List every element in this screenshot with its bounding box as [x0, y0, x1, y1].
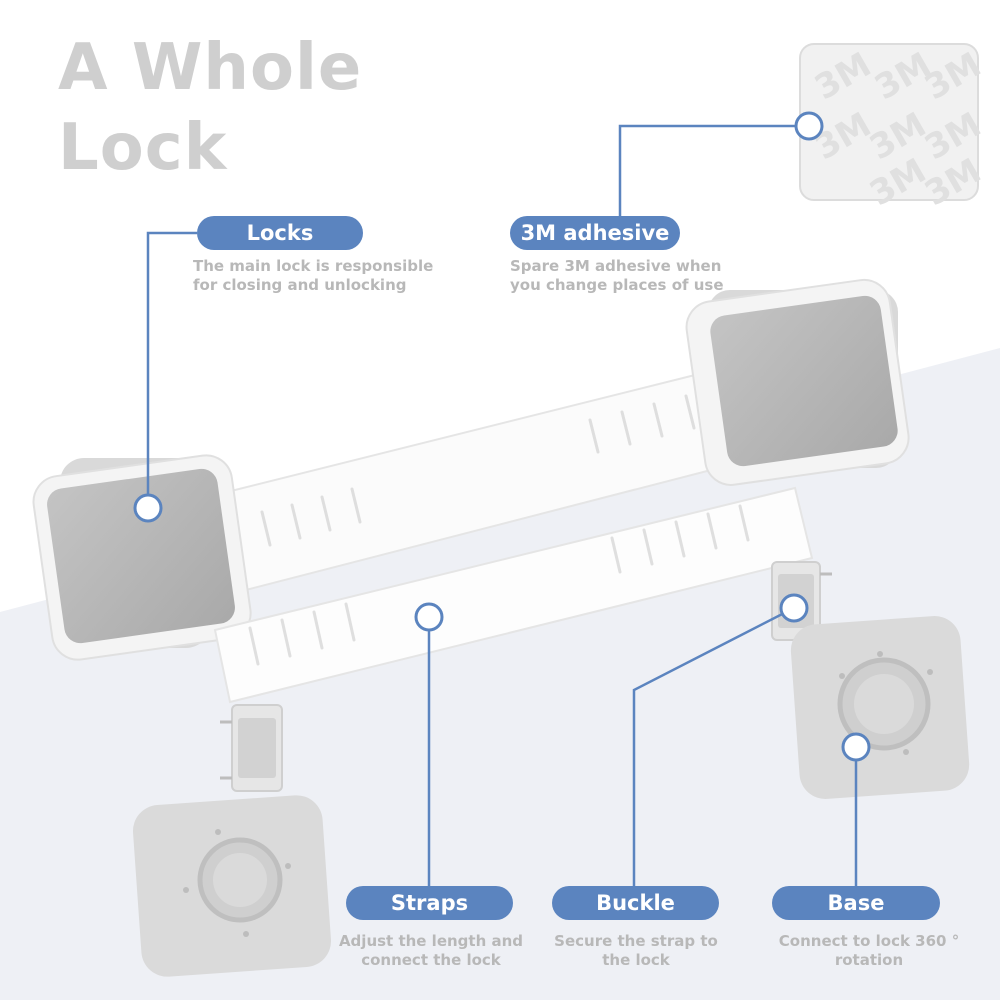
left-buckle	[220, 704, 283, 792]
buckle-description: Secure the strap to the lock	[540, 932, 732, 970]
headline-line-1: A Whole	[58, 31, 363, 105]
right-base	[790, 616, 970, 799]
base-label: Base	[772, 886, 940, 920]
straps-description-line: connect the lock	[361, 951, 501, 969]
callout-line-buckle	[632, 606, 795, 888]
base-description-line: Connect to lock 360 °	[778, 932, 960, 950]
straps-label: Straps	[346, 886, 513, 920]
left-lock	[32, 454, 252, 661]
base-description-line: rotation	[834, 951, 904, 969]
adhesive-description-line: Spare 3M adhesive when	[510, 257, 722, 275]
headline: A Whole Lock	[58, 28, 362, 188]
headline-line-2: Lock	[58, 111, 228, 185]
left-base	[132, 795, 332, 977]
buckle-description-line: Secure the strap to	[554, 932, 718, 950]
adhesive-tile: 3M 3M 3M 3M 3M 3M 3M 3M	[799, 43, 988, 214]
buckle-description-line: the lock	[602, 951, 670, 969]
right-lock	[685, 278, 910, 486]
callout-dots	[133, 111, 871, 762]
callout-lines	[146, 124, 858, 888]
locks-label: Locks	[197, 216, 363, 250]
loose-strap	[213, 486, 814, 704]
straps-description-line: Adjust the length and	[338, 932, 524, 950]
adhesive-description-line: you change places of use	[510, 276, 724, 294]
callout-dot-buckle	[779, 593, 809, 623]
callout-dot-base	[841, 732, 871, 762]
callout-dot-adhesive	[794, 111, 824, 141]
locks-description: The main lock is responsible for closing…	[193, 257, 433, 295]
adhesive-label: 3M adhesive	[510, 216, 680, 250]
callout-line-locks	[146, 231, 197, 508]
callout-dot-straps	[414, 602, 444, 632]
callout-dot-locks	[133, 493, 163, 523]
adhesive-description: Spare 3M adhesive when you change places…	[510, 257, 724, 295]
locks-description-line: for closing and unlocking	[193, 276, 407, 294]
base-description: Connect to lock 360 ° rotation	[766, 932, 972, 970]
locks-description-line: The main lock is responsible	[193, 257, 434, 275]
buckle-label: Buckle	[552, 886, 719, 920]
straps-description: Adjust the length and connect the lock	[326, 932, 536, 970]
